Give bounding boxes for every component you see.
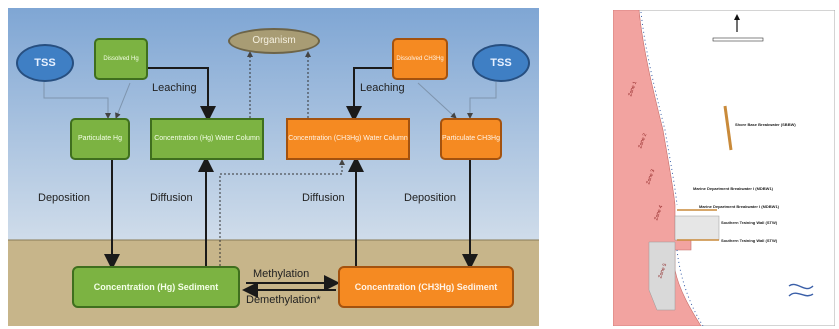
harbour-channel [674,215,720,241]
diffusion-left-label: Diffusion [150,192,193,204]
marine-dept-2-label: Marine Department Breakwater I (MDBW1) [699,204,780,209]
marine-dept-1-label: Marine Department Breakwater I (MDBW1) [693,186,774,191]
coastline-dots [640,11,678,206]
deposition-left-label: Deposition [38,192,90,204]
particulate-hg-node: Particulate Hg [70,118,130,160]
particulate-ch3hg-node: Particulate CH3Hg [440,118,502,160]
dissolved-ch3hg-node: Dissolved CH3Hg [392,38,448,80]
leaching-right-arrow [346,67,394,122]
leaching-left-label: Leaching [152,82,197,94]
demethylation-label: Demethylation* [246,294,321,306]
tss-right-link [467,82,497,119]
leaching-right-label: Leaching [360,82,405,94]
deposition-right-label: Deposition [404,192,456,204]
tss-left-node: TSS [16,44,74,82]
mercury-cycle-diagram: TSS Dissolved Hg Organism Dissolved CH3H… [8,8,539,326]
scale-bar [712,37,764,42]
organism-node: Organism [228,28,320,54]
conc-hg-water-node: Concentration (Hg) Water Column [150,118,264,160]
tss-right-node: TSS [472,44,530,82]
shore-base-breakwater [723,105,733,151]
shore-base-label: Shore Base Breakwater (SBBW) [735,122,796,127]
methylation-label: Methylation [253,268,310,280]
southern-training-1-label: Southern Training Wall (STW) [721,220,778,225]
map-canvas [613,10,835,326]
dissolved-ch3hg-to-particulate-arrow [417,82,457,119]
diffusion-right-label: Diffusion [302,192,345,204]
harbour-basin [648,241,676,311]
sediment-water-dotted-link [219,159,345,266]
conc-ch3hg-sediment-node: Concentration (CH3Hg) Sediment [338,266,514,308]
dissolved-hg-node: Dissolved Hg [94,38,148,80]
conc-ch3hg-water-node: Concentration (CH3Hg) Water Column [286,118,410,160]
land-area [613,10,702,326]
southern-training-2-label: Southern Training Wall (STW) [721,238,778,243]
coastal-zone-map: Zone 1 Zone 2 Zone 3 Zone 4 Zone 5 Shore… [613,10,835,326]
dissolved-hg-to-particulate-arrow [115,82,131,119]
compass-north-head [734,14,740,20]
tss-left-link [43,82,111,119]
leaching-left-arrow [148,67,216,122]
rose-figure [788,283,814,297]
conc-hg-sediment-node: Concentration (Hg) Sediment [72,266,240,308]
